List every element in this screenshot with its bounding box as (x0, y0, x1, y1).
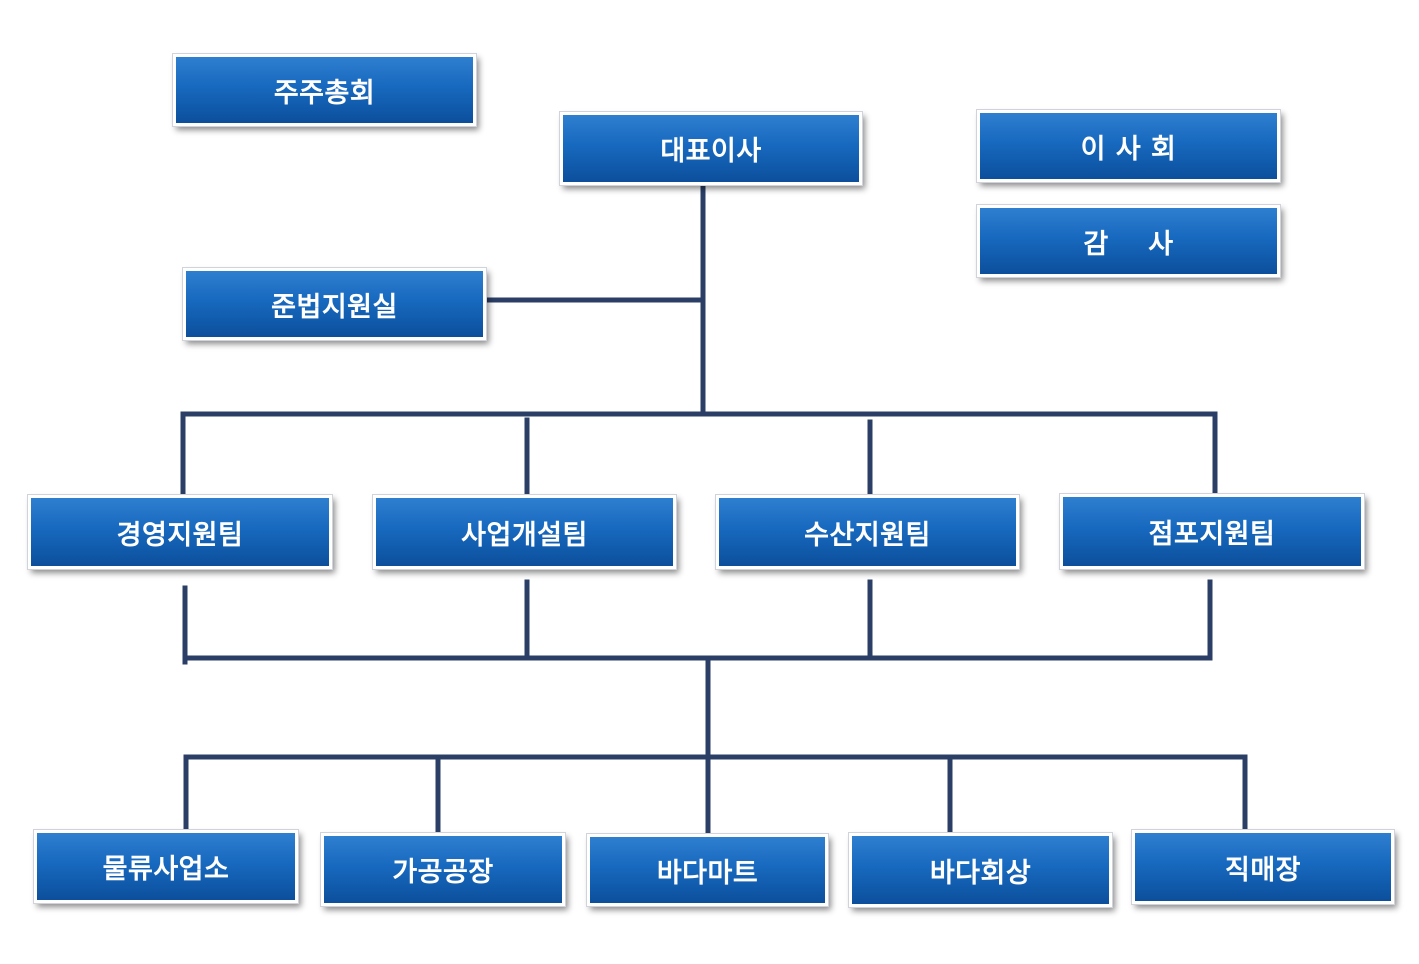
team-box-business-development: 사업개설팀 (372, 494, 677, 570)
unit-box-processing-plant: 가공공장 (320, 832, 566, 907)
board-box: 이 사 회 (976, 109, 1281, 183)
ceo-box: 대표이사 (559, 111, 863, 186)
shareholders-box: 주주총회 (172, 53, 477, 127)
unit-box-logistics: 물류사업소 (33, 829, 299, 904)
team-box-fisheries-support: 수산지원팀 (715, 494, 1020, 570)
unit-box-bada-sashimi: 바다회상 (848, 832, 1113, 908)
team-box-store-support: 점포지원팀 (1059, 493, 1365, 570)
unit-box-bada-mart: 바다마트 (586, 833, 829, 907)
team-box-management-support: 경영지원팀 (27, 494, 333, 570)
compliance-box: 준법지원실 (182, 267, 487, 341)
unit-box-direct-store: 직매장 (1131, 829, 1395, 905)
auditor-box: 감 사 (976, 204, 1281, 278)
